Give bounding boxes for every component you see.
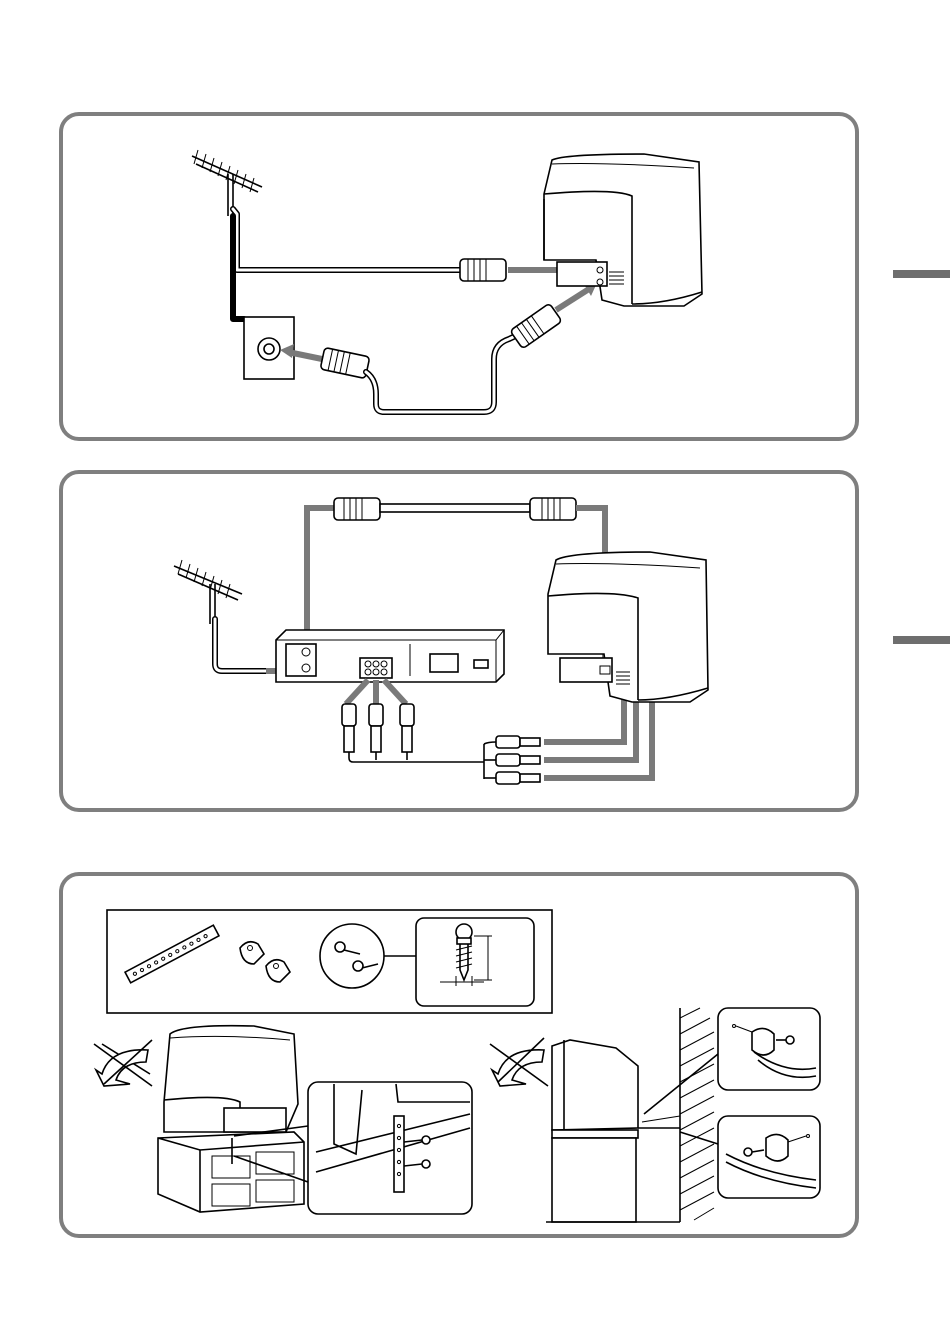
coax-plug-icon — [320, 347, 370, 378]
prohibited-icon — [490, 1038, 548, 1086]
tv-on-stand-icon — [158, 1026, 304, 1212]
strip-detail-icon — [308, 1082, 472, 1214]
rf-cable-icon — [334, 498, 576, 520]
vcr-icon — [276, 630, 504, 682]
panel-securing-tv — [59, 872, 859, 1238]
panel-antenna-vcr-tv — [59, 470, 859, 812]
panel-antenna-to-tv — [59, 112, 859, 441]
tv-icon — [548, 552, 708, 702]
antenna-icon — [192, 150, 262, 216]
tv-side-icon — [546, 1040, 680, 1222]
prohibited-icon — [94, 1040, 152, 1086]
wall-mount-icon — [644, 1008, 820, 1222]
tv-icon — [544, 154, 702, 306]
screw-size-icon — [416, 918, 534, 1006]
section-tab-1 — [893, 270, 950, 278]
antenna-icon — [174, 560, 242, 624]
av-cable-icon — [342, 704, 540, 784]
section-tab-2 — [893, 636, 950, 644]
